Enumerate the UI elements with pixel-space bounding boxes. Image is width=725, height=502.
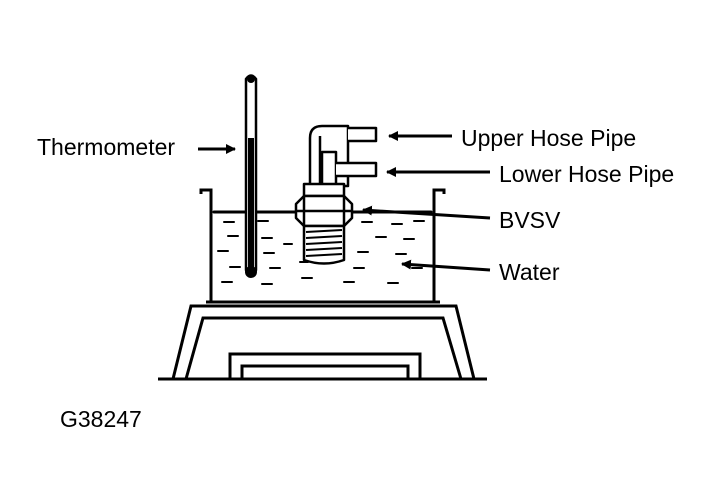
thermometer-icon	[244, 74, 258, 278]
bvsv-arrow	[362, 205, 491, 220]
water-container	[199, 188, 446, 304]
upper-hose-pipe-label: Upper Hose Pipe	[461, 125, 637, 151]
bvsv-label: BVSV	[499, 207, 561, 233]
heater-base	[158, 304, 487, 381]
bvsv-valve	[294, 124, 378, 265]
thermometer-label: Thermometer	[37, 134, 176, 160]
water-label: Water	[499, 259, 560, 285]
pointer-arrows	[198, 131, 491, 272]
lower-hose-pipe-label: Lower Hose Pipe	[499, 161, 675, 187]
figure-id: G38247	[60, 406, 142, 432]
water-arrow	[401, 259, 491, 272]
